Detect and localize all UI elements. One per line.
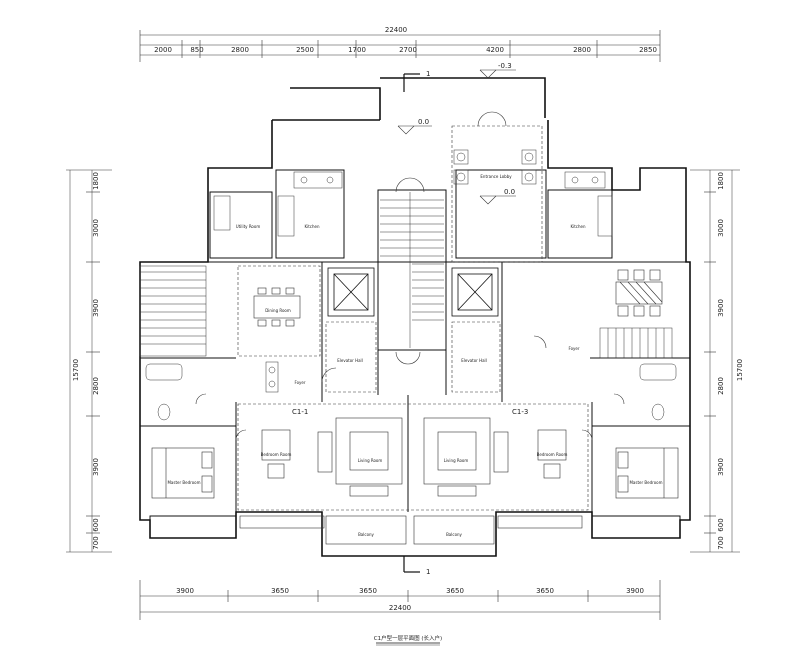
right-dim-3: 3900: [717, 299, 725, 317]
exterior-walls: [139, 77, 691, 557]
label-master-left: Master Bedroom: [167, 480, 200, 485]
top-dim-2: 850: [190, 46, 203, 54]
top-dim-3: 2800: [231, 46, 249, 54]
label-kitchen-left: Kitchen: [304, 224, 319, 229]
bottom-dim-4: 3650: [446, 587, 464, 595]
elevator-right: [451, 267, 499, 317]
bottom-total-dim: 22400: [389, 604, 411, 612]
section-mark-bottom: 1: [403, 556, 430, 576]
left-total-dim: 15700: [72, 359, 80, 381]
label-kitchen-right: Kitchen: [570, 224, 585, 229]
entrance-lobby-outline: [451, 125, 543, 263]
label-balcony-right: Balcony: [446, 532, 462, 537]
foyer-stair-right: [599, 327, 673, 359]
doors: [195, 111, 625, 441]
label-foyer-right: Foyer: [568, 346, 579, 351]
right-dim-2: 3000: [717, 219, 725, 237]
label-living-room-left: Living Room: [358, 458, 383, 463]
top-dim-6: 2700: [399, 46, 417, 54]
left-dimension-chain: 1800 3000 3900 2800 3900 600 700 15700: [66, 169, 112, 553]
level-label-3: 0.0: [504, 188, 515, 196]
label-utility-left: Utility Room: [236, 224, 261, 229]
label-entrance-lobby: Entrance Lobby: [480, 174, 512, 179]
right-dim-1: 1800: [717, 172, 725, 190]
living-area-outline: [237, 403, 589, 511]
top-dim-9: 2850: [639, 46, 657, 54]
section-mark-top-label: 1: [426, 70, 430, 78]
level-mark-1: -0.3: [479, 62, 516, 79]
bottom-dim-5: 3650: [536, 587, 554, 595]
top-dim-8: 2800: [573, 46, 591, 54]
interior-walls: [140, 169, 690, 539]
drawing-caption: C1户型一层平面图 (长入户): [374, 634, 442, 646]
left-dim-1: 1800: [92, 172, 100, 190]
right-dimension-chain: 1800 3000 3900 2800 3900 600 700 15700: [690, 169, 744, 553]
section-mark-top: 1: [403, 70, 430, 92]
top-dim-7: 4200: [486, 46, 504, 54]
right-dim-6: 600: [717, 518, 725, 531]
right-dim-4: 2800: [717, 377, 725, 395]
label-elevator-hall-right: Elevator Hall: [461, 358, 487, 363]
bottom-dim-2: 3650: [271, 587, 289, 595]
bottom-dim-1: 3900: [176, 587, 194, 595]
label-balcony-left: Balcony: [358, 532, 374, 537]
level-label-1: -0.3: [498, 62, 512, 70]
balconies: [239, 515, 583, 545]
dining-table-left: [253, 287, 301, 327]
label-bedroom-left: Bedroom Room: [261, 452, 292, 457]
section-mark-bottom-label: 1: [426, 568, 430, 576]
level-mark-3: 0.0: [479, 188, 516, 205]
elevator-hall-left-outline: [325, 321, 377, 393]
top-dim-5: 1700: [348, 46, 366, 54]
label-foyer-left: Foyer: [294, 380, 305, 385]
caption-text: C1户型一层平面图 (长入户): [374, 634, 442, 642]
top-dim-4: 2500: [296, 46, 314, 54]
lobby-seats: [453, 149, 537, 185]
top-total-dim: 22400: [385, 26, 407, 34]
bed-right: [615, 447, 679, 499]
top-dim-1: 2000: [154, 46, 172, 54]
bottom-dim-3: 3650: [359, 587, 377, 595]
bed-left: [151, 447, 215, 499]
left-dim-7: 700: [92, 536, 100, 549]
bottom-dimension-chain: 3900 3650 3650 3650 3650 3900 22400: [139, 580, 661, 620]
left-dim-3: 3900: [92, 299, 100, 317]
elevator-hall-right-outline: [451, 321, 501, 393]
label-master-right: Master Bedroom: [629, 480, 662, 485]
level-label-2: 0.0: [418, 118, 429, 126]
left-dim-5: 3900: [92, 458, 100, 476]
bathroom-fixtures: [145, 361, 677, 421]
level-mark-2: 0.0: [397, 118, 432, 135]
right-dim-7: 700: [717, 536, 725, 549]
exterior-stair-left: [139, 265, 207, 357]
left-dim-4: 2800: [92, 377, 100, 395]
dining-area-outline: [237, 265, 321, 357]
right-total-dim: 15700: [736, 359, 744, 381]
top-dimension-chain: 22400 2000 850 2800 2500 1700 2700 4200 …: [139, 26, 661, 62]
bottom-dim-6: 3900: [626, 587, 644, 595]
unit-tag-c1-1: C1-1: [292, 408, 308, 416]
label-dining-room: Dining Room: [265, 308, 291, 313]
label-bedroom-right: Bedroom Room: [537, 452, 568, 457]
left-dim-6: 600: [92, 518, 100, 531]
elevator-left: [327, 267, 375, 317]
unit-tag-c1-3: C1-3: [512, 408, 528, 416]
label-living-room-right: Living Room: [444, 458, 469, 463]
living-furniture-left: [261, 417, 403, 497]
label-elevator-hall-left: Elevator Hall: [337, 358, 363, 363]
living-furniture-right: [423, 417, 567, 497]
dining-table-right: [615, 269, 663, 317]
central-stair: [380, 192, 444, 348]
right-dim-5: 3900: [717, 458, 725, 476]
kitchen-fixtures: [213, 171, 613, 237]
left-dim-2: 3000: [92, 219, 100, 237]
